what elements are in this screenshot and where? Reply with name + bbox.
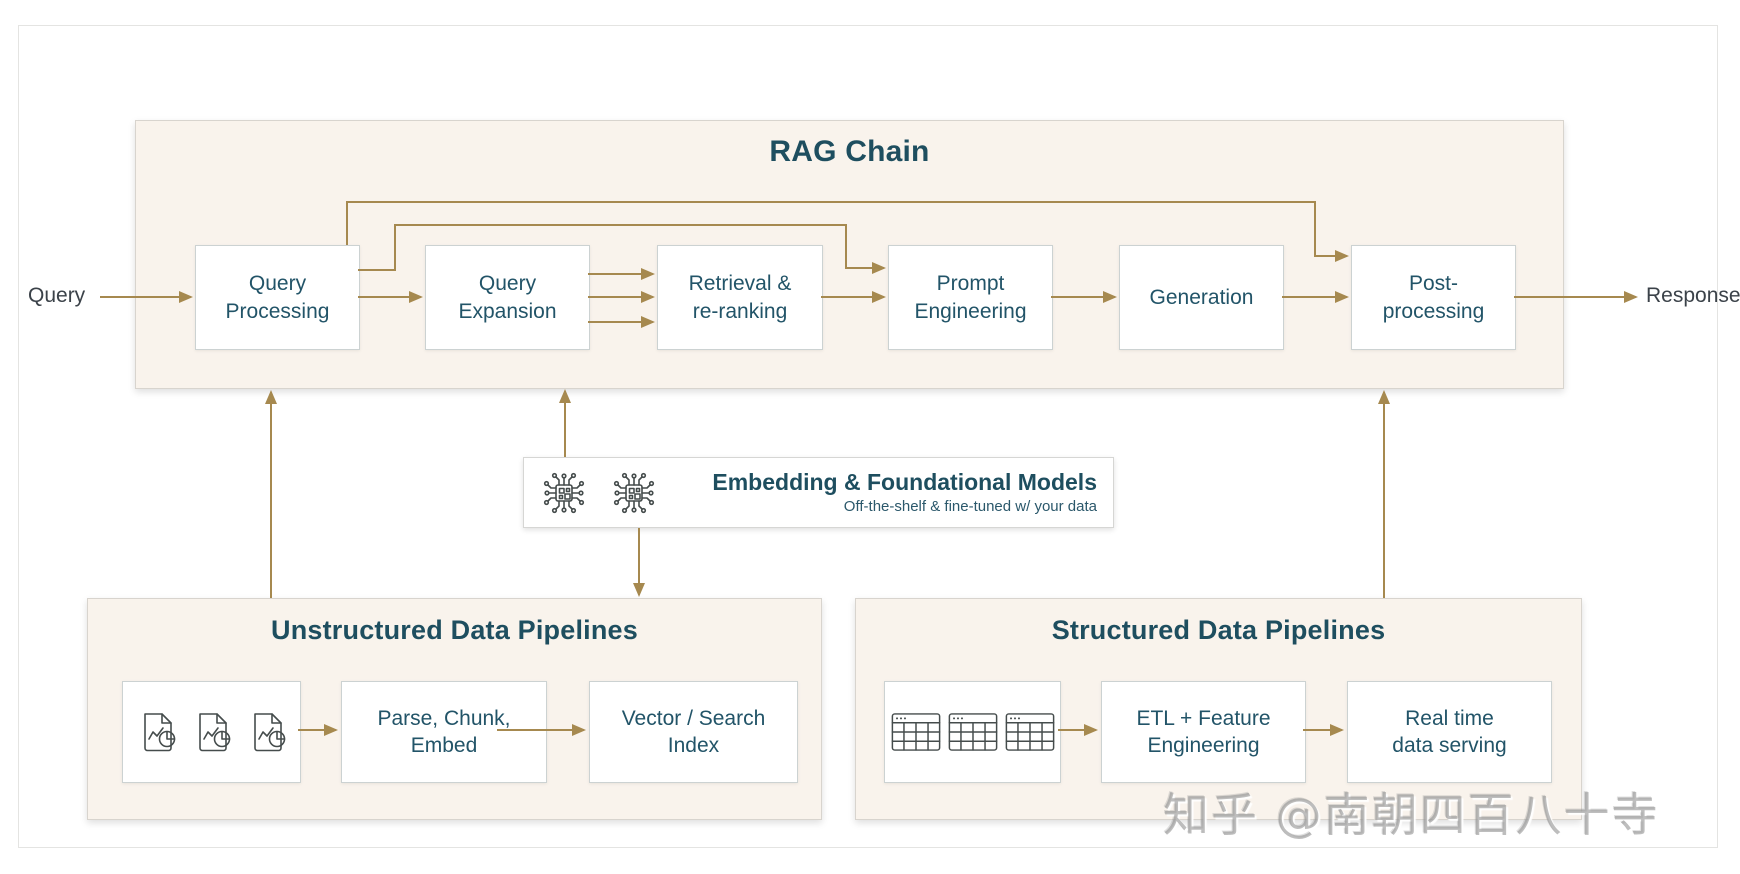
table-grid-icon [1005,713,1054,751]
step-label: Real time data serving [1392,706,1507,757]
table-grid-icon [948,713,997,751]
node-label: Post- processing [1382,272,1485,323]
embedding-models-panel: Embedding & Foundational Models Off-the-… [523,457,1114,528]
step-label: Vector / Search Index [621,706,766,757]
step-label: ETL + Feature Engineering [1136,706,1271,757]
rag-chain-title: RAG Chain [769,135,930,168]
unstructured-title: Unstructured Data Pipelines [271,615,638,645]
embedding-title: Embedding & Foundational Models [712,468,1097,495]
response-label: Response [1646,284,1740,307]
unstructured-sources-box [122,681,301,783]
table-grid-icon [891,713,940,751]
step-real-time-data-serving: Real time data serving [1347,681,1552,783]
chain-node-query-expansion: Query Expansion [425,245,590,350]
node-label: Retrieval & re-ranking [688,272,792,323]
table-icons [891,711,1055,753]
embedding-text: Embedding & Foundational Models Off-the-… [660,468,1101,516]
embedding-icons [538,467,660,519]
chain-node-query-processing: Query Processing [195,245,360,350]
node-label: Query Expansion [458,272,557,323]
structured-title: Structured Data Pipelines [1051,615,1386,645]
ai-chip-icon [543,472,585,513]
structured-pipelines-panel: Structured Data Pipelines ETL + Feature … [855,598,1582,820]
query-label: Query [28,284,86,307]
document-chart-icon [253,713,285,752]
watermark: 知乎 @南朝四百八十寺 [1163,788,1660,842]
unstructured-pipelines-panel: Unstructured Data Pipelines Parse, Chunk… [87,598,822,820]
document-chart-icon [198,713,230,752]
chain-node-post-processing: Post- processing [1351,245,1516,350]
node-label: Prompt Engineering [914,272,1027,323]
chain-node-prompt-engineering: Prompt Engineering [888,245,1053,350]
node-label: Generation [1149,285,1254,309]
ai-chip-icon [613,472,655,513]
step-parse-chunk-embed: Parse, Chunk, Embed [341,681,547,783]
chain-node-retrieval-reranking: Retrieval & re-ranking [657,245,823,350]
step-vector-search-index: Vector / Search Index [589,681,798,783]
step-etl-feature-engineering: ETL + Feature Engineering [1101,681,1306,783]
node-label: Query Processing [225,272,330,323]
chain-node-generation: Generation [1119,245,1284,350]
step-label: Parse, Chunk, Embed [377,706,511,757]
document-chart-icon [143,713,175,752]
document-icons [133,708,291,756]
embedding-subtitle: Off-the-shelf & fine-tuned w/ your data [843,498,1097,516]
structured-sources-box [884,681,1061,783]
